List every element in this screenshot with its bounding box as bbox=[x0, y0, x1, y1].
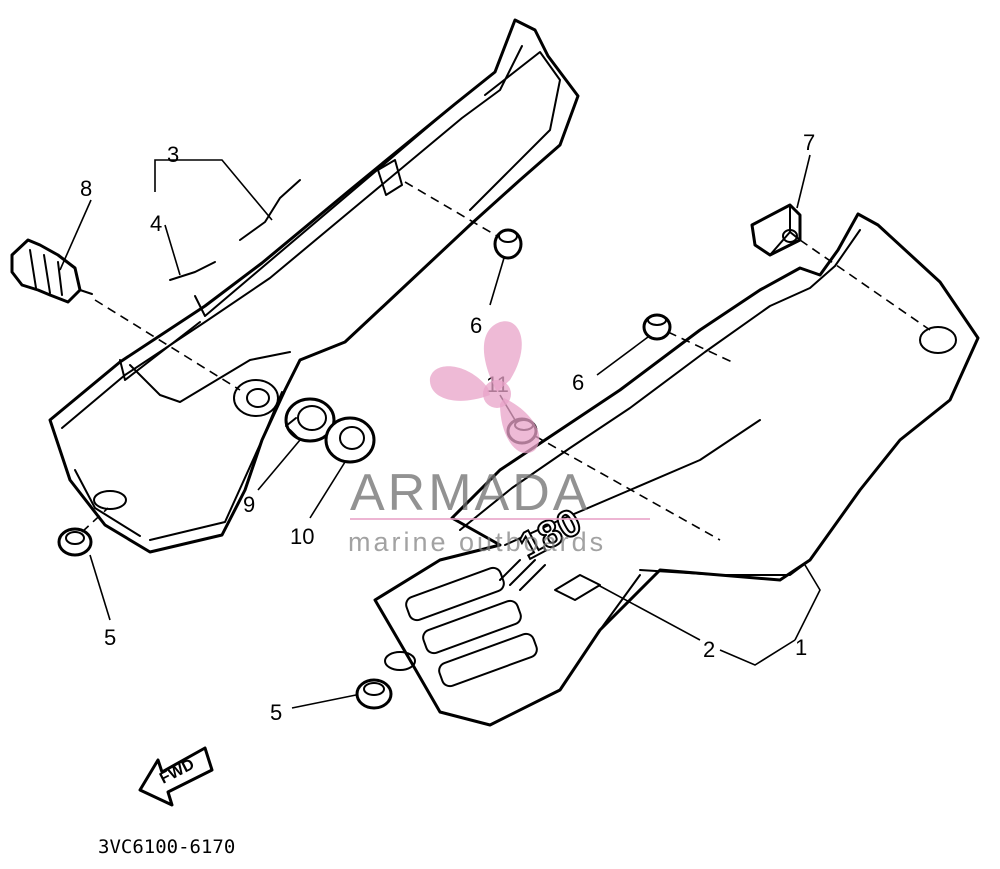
callout-3: 3 bbox=[167, 142, 179, 167]
assembly-line-6-right bbox=[667, 331, 733, 363]
callout-9: 9 bbox=[243, 492, 255, 517]
part-code: 3VC6100-6170 bbox=[98, 836, 235, 858]
collar-9 bbox=[284, 397, 336, 443]
callout-2: 2 bbox=[703, 637, 715, 662]
callout-10: 10 bbox=[290, 524, 314, 549]
fwd-arrow: FWD bbox=[138, 746, 214, 807]
callout-4: 4 bbox=[150, 211, 162, 236]
callout-8: 8 bbox=[80, 176, 92, 201]
watermark-brand: ARMADA bbox=[350, 464, 590, 522]
damper-5-left bbox=[57, 527, 93, 557]
watermark-tagline: marine outboards bbox=[348, 527, 606, 557]
assembly-line-6-left bbox=[404, 181, 498, 237]
assembly-line-8 bbox=[94, 299, 241, 391]
assembly-line-11 bbox=[534, 435, 721, 541]
watermark-rule bbox=[350, 518, 650, 520]
left-side-cover bbox=[48, 18, 580, 554]
damper-5-bottom bbox=[355, 678, 393, 710]
grommet-6-left bbox=[493, 228, 523, 260]
connector-8 bbox=[10, 238, 93, 304]
right-side-cover: 180 bbox=[373, 212, 980, 727]
propeller-logo-icon bbox=[429, 321, 540, 454]
grommet-6-right bbox=[642, 313, 672, 341]
callout-6-right: 6 bbox=[572, 370, 584, 395]
watermark: ARMADA marine outboards bbox=[348, 321, 650, 557]
callout-1: 1 bbox=[795, 635, 807, 660]
leader-lines bbox=[59, 154, 821, 709]
callout-6-left: 6 bbox=[470, 313, 482, 338]
assembly-line-7 bbox=[799, 239, 931, 331]
callout-5-bottom: 5 bbox=[270, 700, 282, 725]
assembly-line-5-left bbox=[81, 507, 109, 533]
washer-10 bbox=[324, 416, 376, 464]
bush-7 bbox=[750, 203, 802, 257]
callout-5-left: 5 bbox=[104, 625, 116, 650]
callout-7: 7 bbox=[803, 130, 815, 155]
